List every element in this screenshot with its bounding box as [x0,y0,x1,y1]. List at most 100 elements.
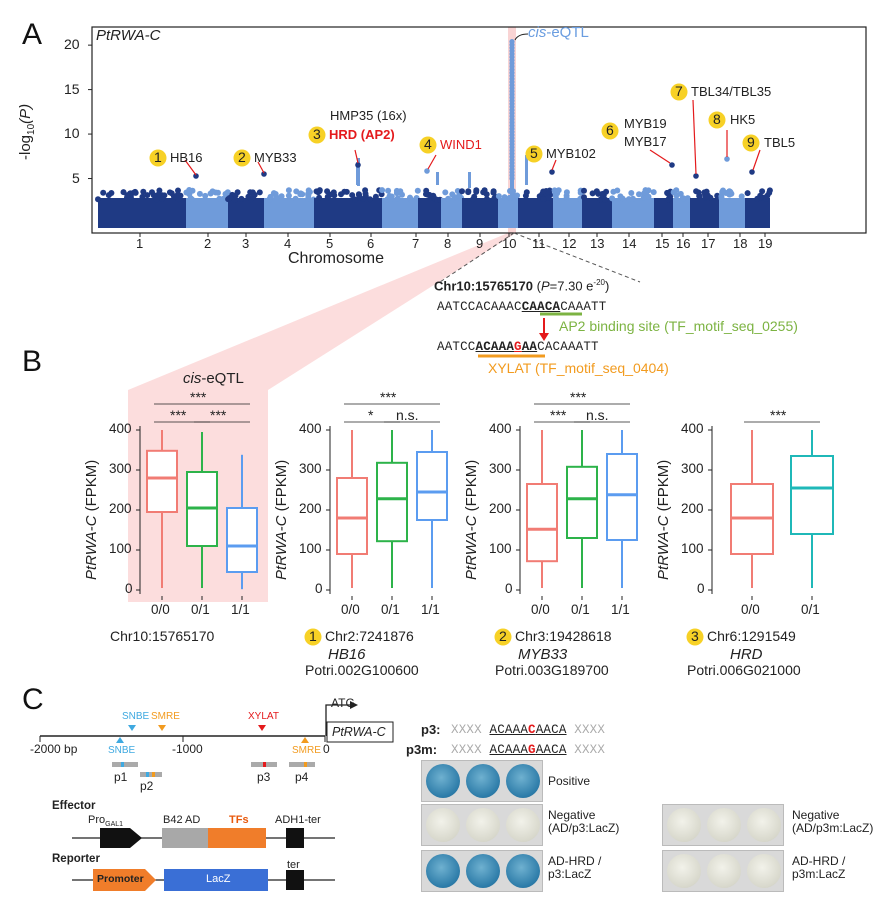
p3m-sequence: XXXX ACAAAGAACA XXXX [451,743,605,757]
neg2-l1: Negative [792,808,840,822]
boxplot-1 [136,403,258,600]
manhattan-ylabel-main: -log [17,134,34,160]
highlighted-snp [355,162,361,168]
snp-point [305,187,312,194]
snp-point [414,187,421,194]
neg1-l2: (AD/p3:LacZ) [548,821,620,835]
x-tick-label: 11 [532,236,546,251]
seq2-mut: G [514,340,522,354]
snp-point [120,189,127,196]
significance-label: *** [770,407,787,423]
chromosome-15-band [654,198,673,228]
significance-label: *** [170,407,187,423]
p3m-b: G [528,743,536,757]
plate-hrd-p3 [421,850,543,892]
smre-top-marker [158,725,166,731]
boxplot-y-tick-label: 100 [489,541,512,556]
significance-label: *** [190,389,207,405]
boxplot-y-tick-label: 300 [681,461,704,476]
highlighted-snp [549,169,555,175]
peak [357,158,360,186]
chromosome-12-points [551,187,584,203]
snbe-top-marker [128,725,136,731]
boxplot-y-tick-label: 200 [681,501,704,516]
snp-point [650,189,657,196]
snp-point [231,196,238,203]
snp-point [473,187,480,194]
snp-point [175,187,181,194]
snp-point [702,190,708,197]
genotype-label: 0/0 [531,602,550,617]
snp-point [362,193,369,199]
snp-point [509,104,515,110]
snp-point [249,189,256,196]
snp-point [338,191,344,198]
snp-point [509,169,515,175]
snp-point [723,190,730,196]
boxplot-y-tick-label: 400 [489,421,512,436]
genotype-label: 0/0 [741,602,760,617]
snp-point [701,189,708,196]
chromosome-16-band [673,198,690,228]
snp-point [465,188,472,195]
snp-point [360,196,367,202]
snp-point [641,190,648,197]
fragment-bar-p3 [251,762,277,767]
snp-point [543,188,550,194]
boxplot-y-tick-label: 200 [489,501,512,516]
snp-point [127,190,134,197]
snp-point [473,188,480,195]
annotation-label-2: MYB33 [254,150,297,165]
cis-eqtl-pointer [514,33,529,41]
snp-point [431,195,438,202]
snp-point [509,95,515,101]
box [606,453,638,541]
manhattan-ylabel-tail: (P) [17,103,34,124]
chromosome-1-band [98,198,186,228]
box [730,483,774,555]
chromosome-2-band [186,198,228,228]
snp-point [151,192,158,199]
snbe-bottom-label: SNBE [108,745,136,756]
snp-point [127,191,134,198]
marker-gene-id: Potri.003G189700 [495,662,609,678]
snp-point [744,190,751,197]
p3-flank-left: XXXX [451,723,482,737]
snp-point [509,194,515,201]
neg2-l2: (AD/p3m:LacZ) [792,821,874,835]
snp-point [703,188,710,195]
snp-point [543,191,550,198]
p3-c: AACA [535,723,567,737]
snp-point [209,188,216,195]
snp-point [189,187,196,194]
boxplot-y-tick-label: 0 [505,581,513,596]
snp-seq-alt: AATCCACAAAGAACACAAATT [437,340,599,354]
p3m-motif: ACAAAGAACA [490,743,567,757]
highlighted-snp [693,173,699,179]
ylabel-gene: PtRWA-C [463,515,480,580]
annotation-label-7: TBL34/TBL35 [691,84,772,99]
fragment-mark [304,762,307,767]
snp-point [509,39,515,45]
snp-point [490,188,497,195]
x-tick-label: 10 [502,236,517,251]
snp-point [387,196,394,203]
axis-0: 0 [323,742,330,756]
panel-letter-a: A [22,18,43,51]
snp-point [215,189,221,196]
box [790,455,834,535]
hrd2-l1: AD-HRD / [792,854,846,868]
pro-sub: GAL1 [105,821,124,829]
snp-point [510,188,516,195]
dish [667,808,701,842]
tfs-box [208,828,266,848]
snp-point [216,195,223,202]
snp-point [506,194,513,201]
boxplot-y-tick-label: 300 [109,461,132,476]
snp-point [563,195,570,202]
box [336,477,368,555]
snp-point [509,98,515,104]
snp-point [617,193,624,200]
snp-point [764,192,771,199]
panel-letter-b: B [22,345,43,378]
